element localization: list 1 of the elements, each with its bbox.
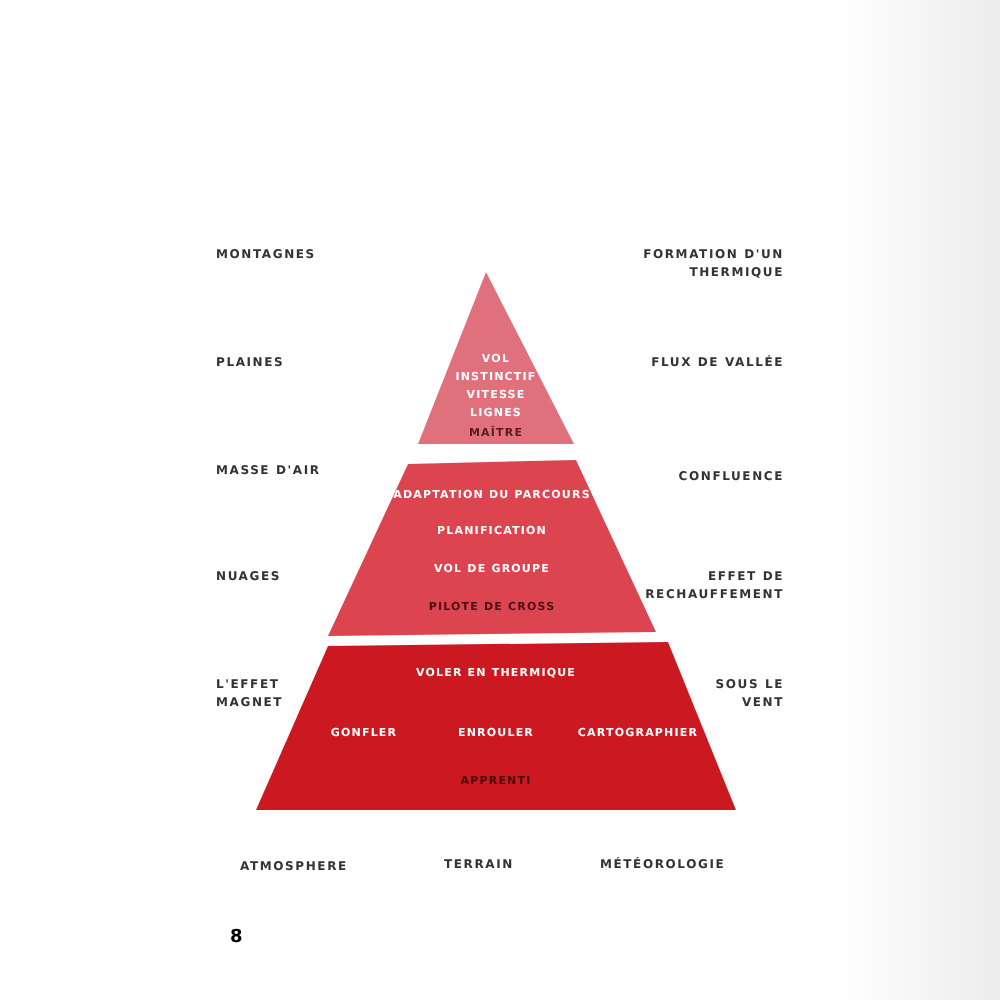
page-number: 8 xyxy=(230,930,245,948)
